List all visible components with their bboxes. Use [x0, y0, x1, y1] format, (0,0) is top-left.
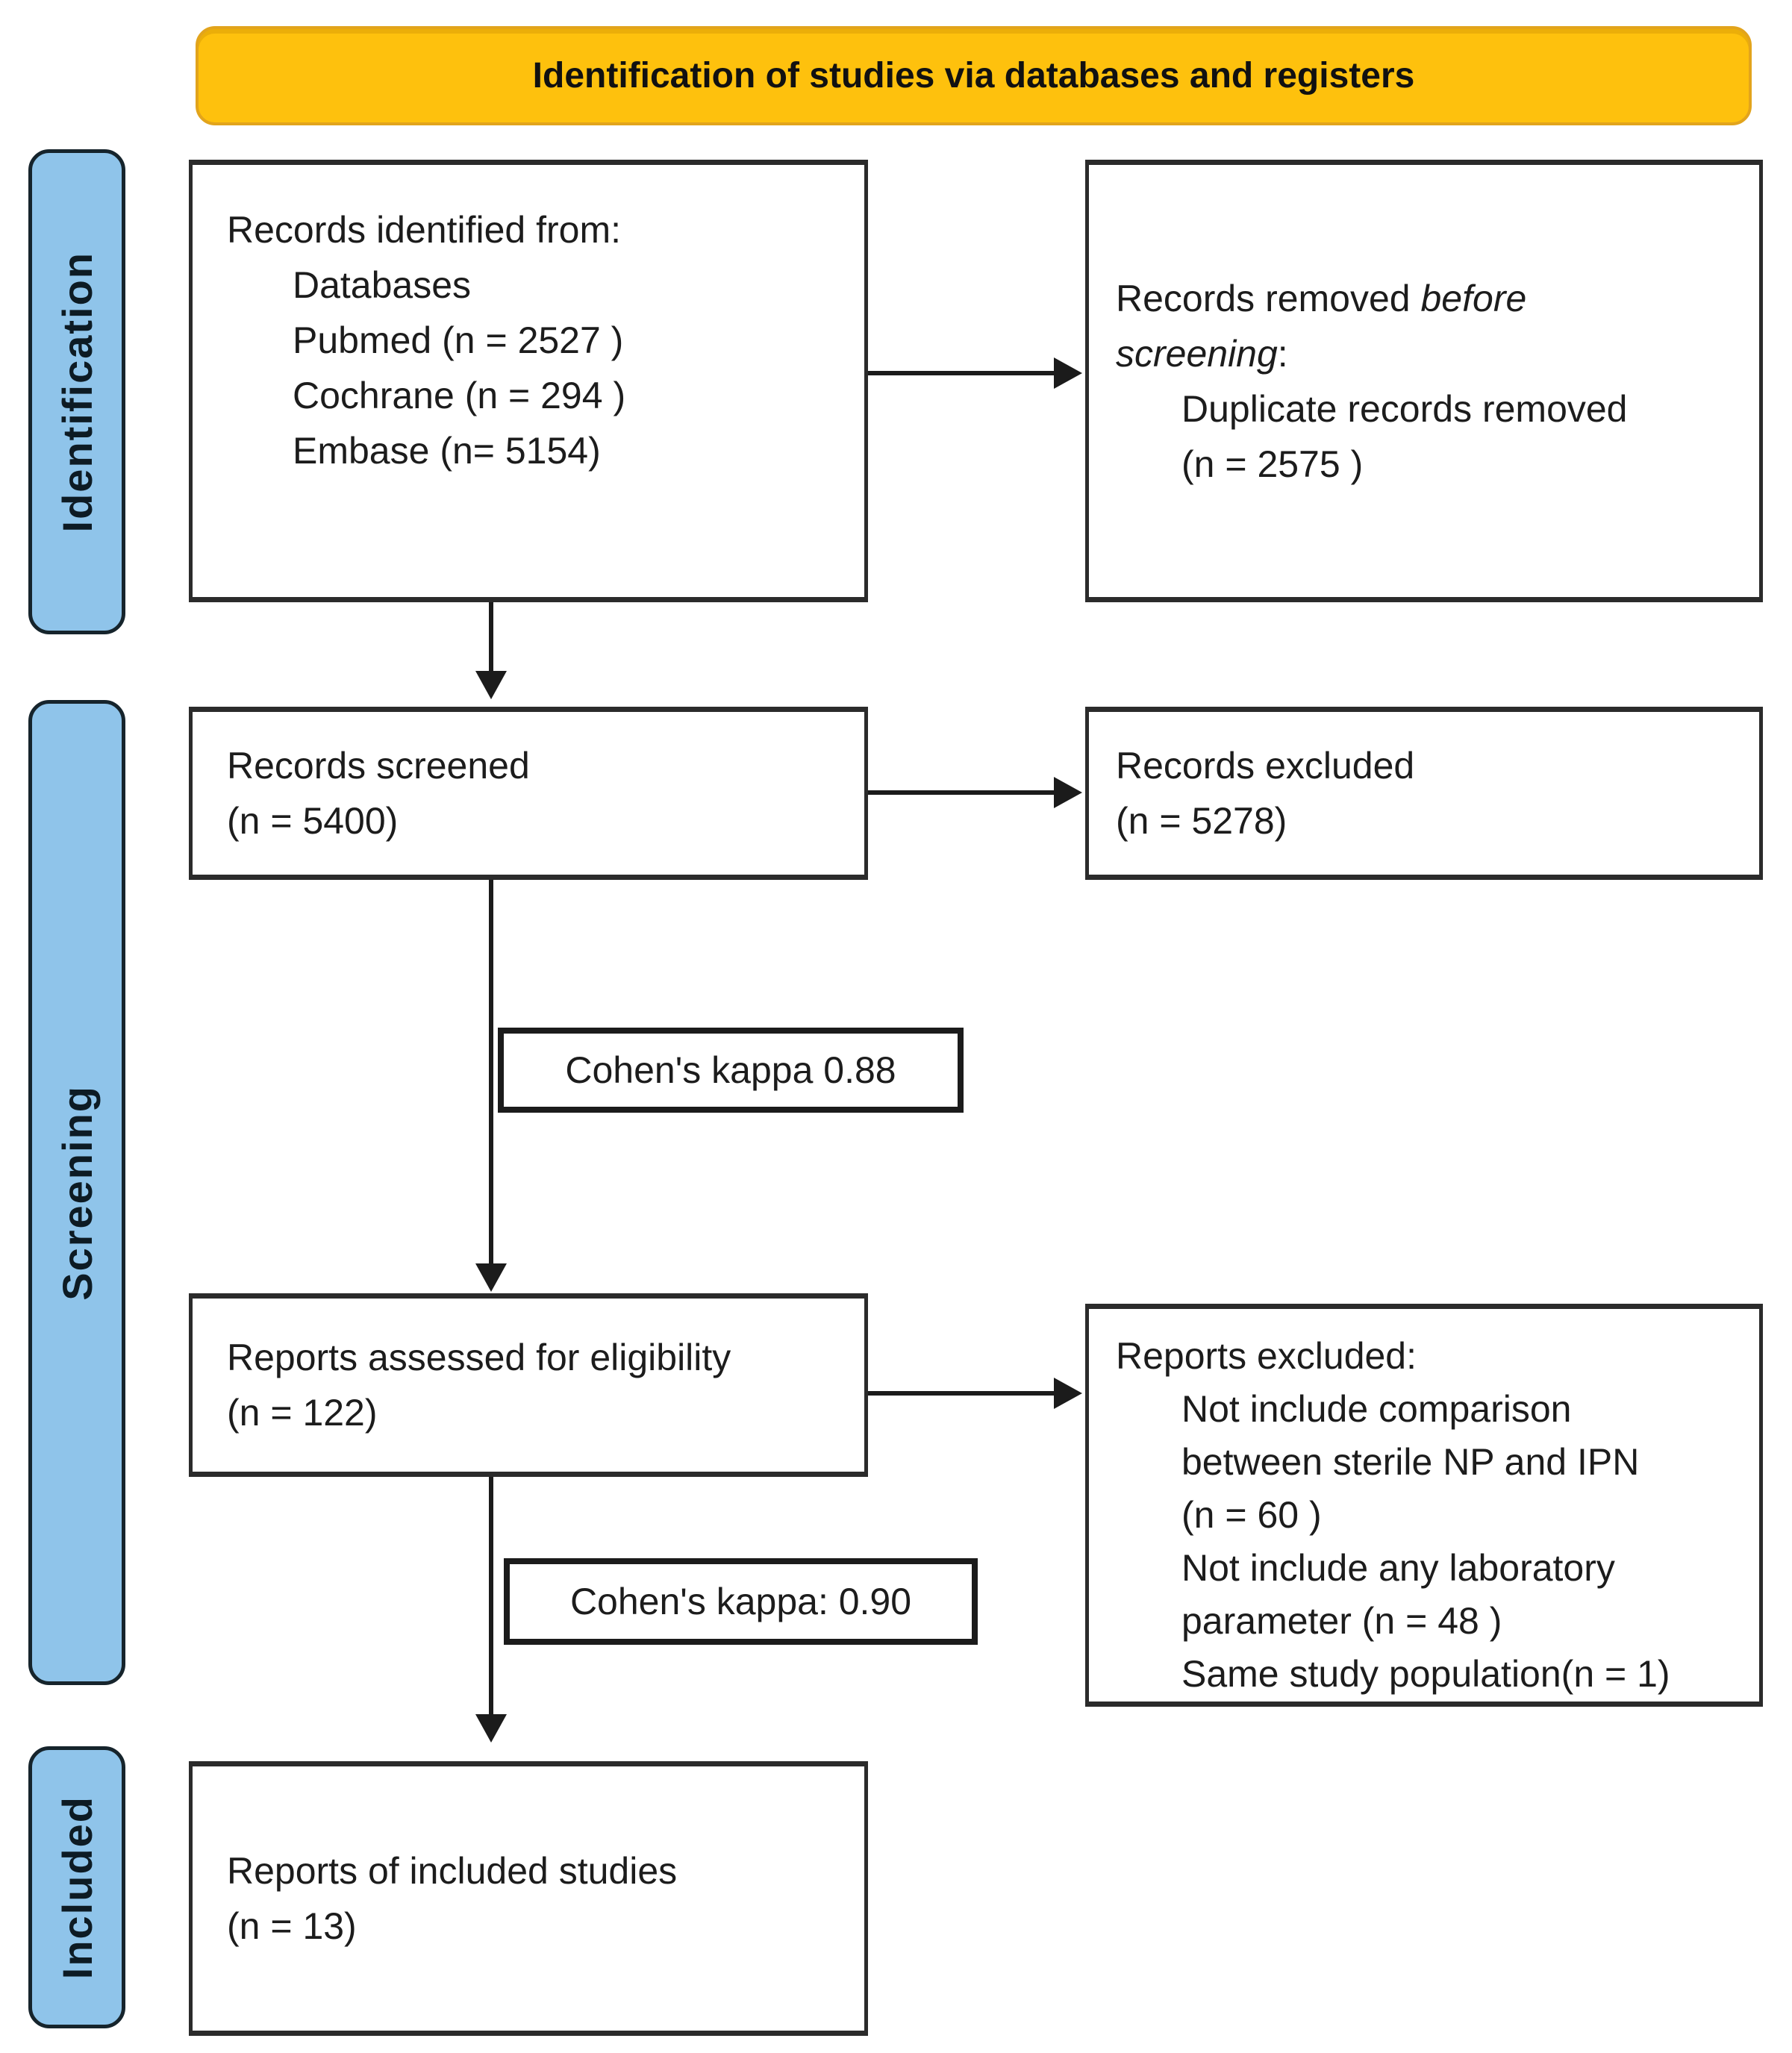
box-kappa-eligibility: Cohen's kappa: 0.90 — [504, 1558, 978, 1645]
records-removed-title-italic: before — [1420, 277, 1527, 319]
records-identified-item: Cochrane (n = 294 ) — [293, 375, 626, 416]
arrow-head — [475, 1263, 507, 1292]
box-records-screened: Records screened (n = 5400) — [189, 707, 868, 880]
reports-excluded-item: (n = 60 ) — [1181, 1494, 1322, 1536]
arrow-line — [868, 1391, 1056, 1396]
stage-label-included: Included — [53, 1795, 101, 1980]
banner: Identification of studies via databases … — [196, 26, 1752, 125]
box-records-identified: Records identified from: Databases Pubme… — [189, 160, 868, 602]
arrow-line — [868, 790, 1056, 795]
arrow-head — [1054, 1378, 1082, 1409]
arrow-line — [489, 1477, 493, 1716]
box-records-excluded: Records excluded (n = 5278) — [1085, 707, 1763, 880]
records-removed-item: (n = 2575 ) — [1181, 443, 1364, 485]
records-excluded-line: (n = 5278) — [1116, 800, 1287, 842]
box-reports-excluded: Reports excluded: Not include comparison… — [1085, 1304, 1763, 1707]
arrow-line — [489, 880, 493, 1266]
banner-title: Identification of studies via databases … — [532, 56, 1415, 96]
stage-bar-screening: Screening — [28, 700, 125, 1685]
box-reports-included: Reports of included studies (n = 13) — [189, 1761, 868, 2036]
reports-included-line: Reports of included studies — [227, 1850, 678, 1892]
arrow-head — [475, 1714, 507, 1743]
reports-excluded-item: parameter (n = 48 ) — [1181, 1600, 1502, 1642]
records-screened-line: Records screened — [227, 745, 530, 787]
records-removed-title-prefix: Records removed — [1116, 277, 1421, 319]
box-reports-assessed: Reports assessed for eligibility (n = 12… — [189, 1293, 868, 1477]
reports-assessed-line: (n = 122) — [227, 1392, 378, 1434]
box-records-removed: Records removed before screening: Duplic… — [1085, 160, 1763, 602]
stage-bar-identification: Identification — [28, 149, 125, 634]
reports-excluded-item: Same study population(n = 1) — [1181, 1653, 1670, 1695]
arrow-line — [489, 602, 493, 674]
records-removed-title-line1: Records removed before — [1116, 271, 1744, 326]
records-removed-item: Duplicate records removed — [1181, 387, 1628, 430]
records-identified-item: Embase (n= 5154) — [293, 430, 601, 472]
reports-excluded-title: Reports excluded: — [1116, 1335, 1417, 1377]
arrow-head — [1054, 357, 1082, 389]
records-identified-item: Databases — [293, 264, 472, 306]
records-excluded-line: Records excluded — [1116, 745, 1415, 787]
records-removed-title-italic2: screening — [1116, 332, 1278, 375]
stage-label-identification: Identification — [53, 251, 101, 533]
arrow-head — [475, 671, 507, 699]
records-screened-line: (n = 5400) — [227, 800, 399, 842]
arrow-head — [1054, 777, 1082, 808]
arrow-line — [868, 371, 1056, 375]
stage-bar-included: Included — [28, 1746, 125, 2028]
records-identified-item: Pubmed (n = 2527 ) — [293, 319, 624, 361]
records-removed-title-line2: screening: — [1116, 326, 1744, 381]
kappa-eligibility-label: Cohen's kappa: 0.90 — [569, 1581, 912, 1622]
records-removed-title-suffix: : — [1277, 332, 1288, 375]
reports-included-line: (n = 13) — [227, 1905, 357, 1947]
records-identified-title: Records identified from: — [227, 209, 622, 251]
stage-label-screening: Screening — [53, 1084, 101, 1301]
box-kappa-screening: Cohen's kappa 0.88 — [498, 1028, 964, 1113]
reports-assessed-line: Reports assessed for eligibility — [227, 1337, 731, 1378]
reports-excluded-item: Not include any laboratory — [1181, 1547, 1615, 1589]
reports-excluded-item: between sterile NP and IPN — [1181, 1441, 1640, 1483]
kappa-screening-label: Cohen's kappa 0.88 — [565, 1049, 896, 1091]
reports-excluded-item: Not include comparison — [1181, 1388, 1572, 1430]
